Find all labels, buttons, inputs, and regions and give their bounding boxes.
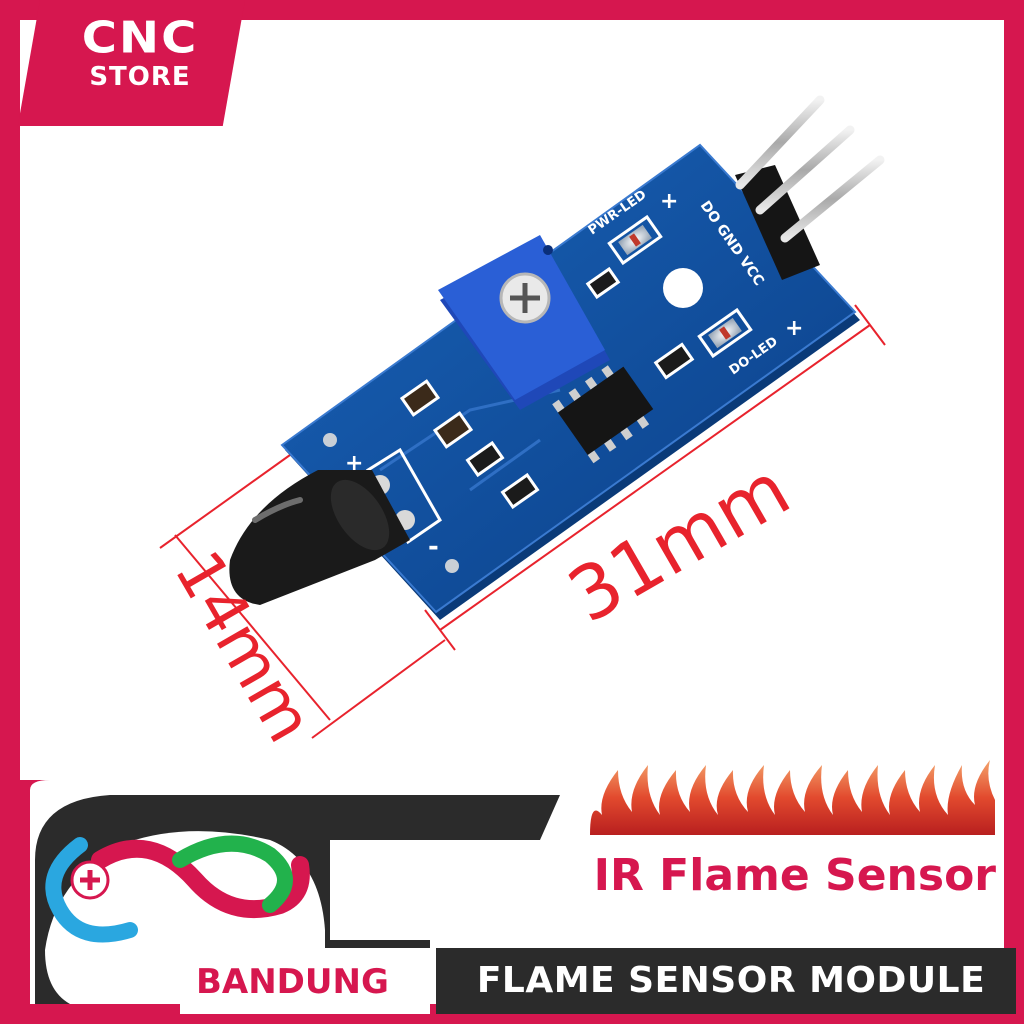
brand-line1: CNC bbox=[81, 12, 199, 64]
pwr-plus-label: + bbox=[660, 189, 678, 214]
dimension-lines bbox=[159, 304, 886, 739]
do-plus-label: + bbox=[785, 316, 803, 341]
flame-decoration bbox=[590, 760, 995, 835]
product-subtitle: FLAME SENSOR MODULE bbox=[476, 960, 986, 1001]
product-title: IR Flame Sensor bbox=[593, 850, 996, 901]
sensor-plus-label: + bbox=[345, 451, 363, 476]
ir-receiver bbox=[229, 470, 410, 605]
sensor-minus-label: - bbox=[428, 532, 439, 562]
subtitle-panel bbox=[436, 948, 1016, 1014]
header-pins bbox=[735, 95, 885, 280]
potentiometer bbox=[438, 235, 610, 410]
city-label: BANDUNG bbox=[196, 962, 389, 1002]
city-panel bbox=[180, 948, 430, 1014]
brand-logo: CNC STORE bbox=[70, 14, 210, 90]
brand-line2: STORE bbox=[89, 62, 191, 92]
logo-icon bbox=[45, 835, 310, 943]
